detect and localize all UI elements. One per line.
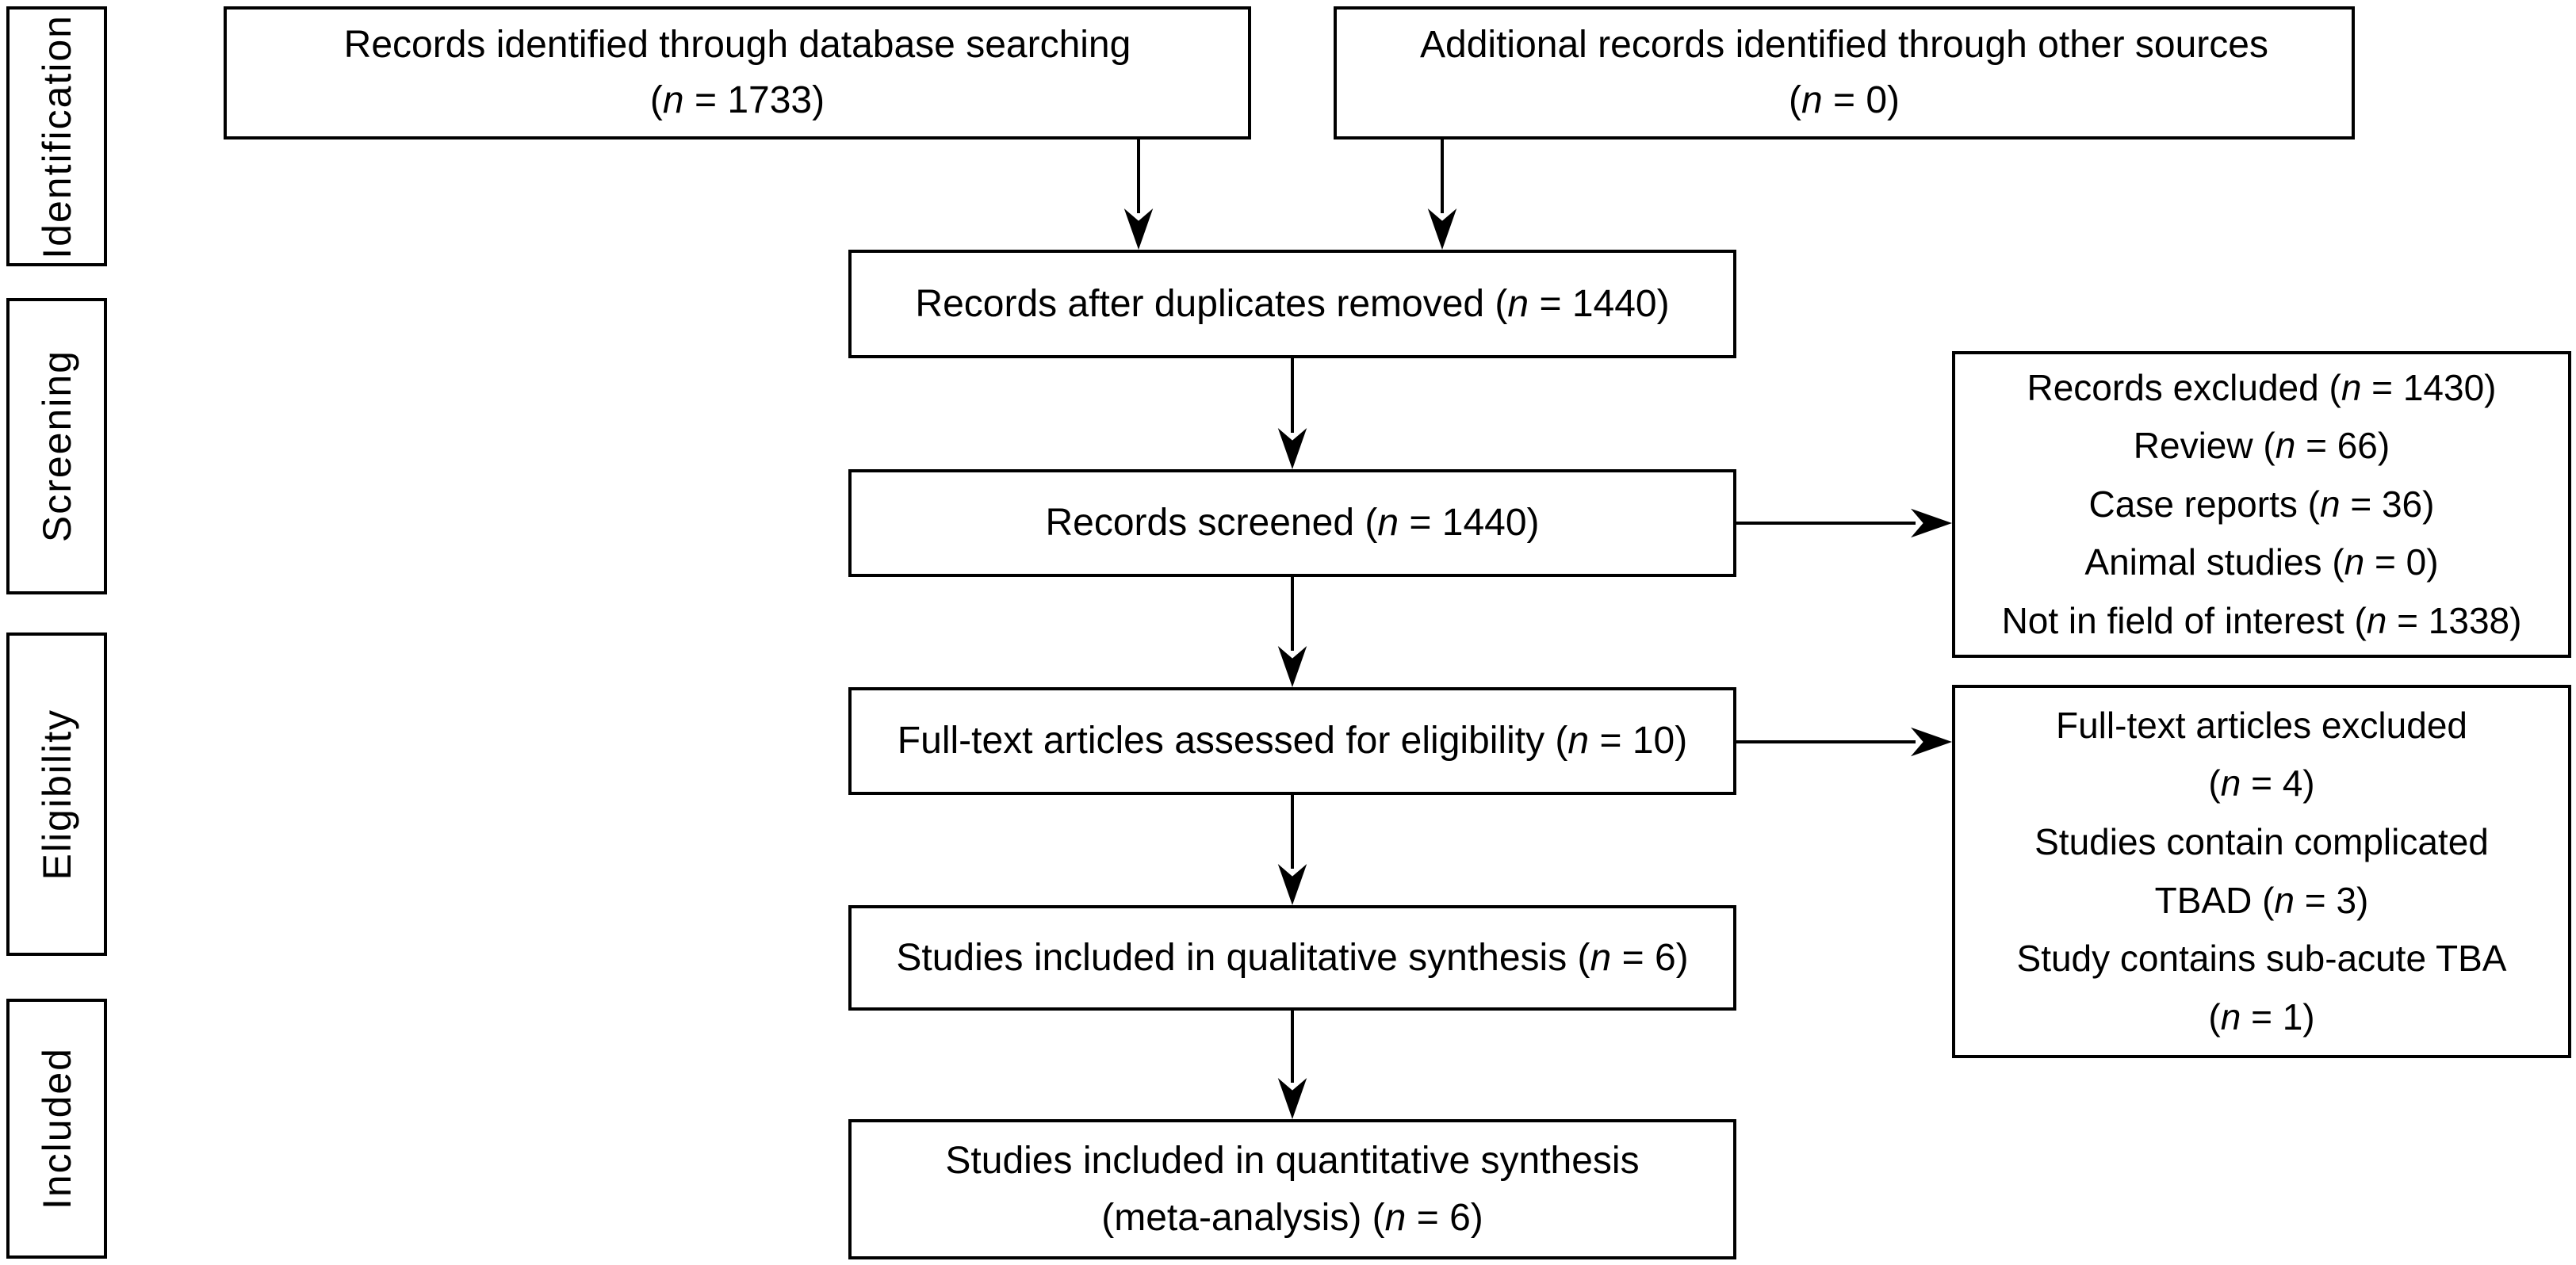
box-additional-records: Additional records identified through ot… xyxy=(1334,6,2355,139)
box-qualitative-synthesis: Studies included in qualitative synthesi… xyxy=(848,905,1736,1011)
stage-label-identification: Identification xyxy=(34,13,79,259)
stage-label-screening: Screening xyxy=(34,350,79,543)
arrowhead-down-icon xyxy=(1277,646,1307,687)
box-records-excluded-text: Records excluded (n = 1430)Review (n = 6… xyxy=(2001,366,2522,641)
stage-box-eligibility: Eligibility xyxy=(6,632,107,956)
stage-box-screening: Screening xyxy=(6,298,107,594)
stage-box-included: Included xyxy=(6,999,107,1259)
arrow-line xyxy=(1291,1011,1294,1083)
box-additional-records-text: Additional records identified through ot… xyxy=(1420,24,2268,121)
box-fulltext-assessed: Full-text articles assessed for eligibil… xyxy=(848,687,1736,795)
arrowhead-down-icon xyxy=(1277,1078,1307,1119)
arrowhead-down-icon xyxy=(1123,208,1154,250)
box-quantitative-synthesis: Studies included in quantitative synthes… xyxy=(848,1119,1736,1259)
box-after-duplicates: Records after duplicates removed (n = 14… xyxy=(848,250,1736,358)
box-records-screened: Records screened (n = 1440) xyxy=(848,469,1736,577)
box-fulltext-assessed-text: Full-text articles assessed for eligibil… xyxy=(897,720,1688,762)
arrow-line xyxy=(1736,740,1916,743)
arrowhead-down-icon xyxy=(1277,428,1307,469)
arrow-line xyxy=(1291,795,1294,869)
arrow-line xyxy=(1441,139,1444,213)
arrow-line xyxy=(1291,358,1294,433)
box-qualitative-synthesis-text: Studies included in qualitative synthesi… xyxy=(896,936,1689,979)
arrow-line xyxy=(1137,139,1140,213)
stage-box-identification: Identification xyxy=(6,6,107,266)
box-records-screened-text: Records screened (n = 1440) xyxy=(1045,502,1540,545)
box-records-identified-text: Records identified through database sear… xyxy=(343,24,1131,121)
arrow-line xyxy=(1736,522,1916,525)
stage-label-eligibility: Eligibility xyxy=(34,708,79,881)
arrowhead-down-icon xyxy=(1427,208,1457,250)
box-records-excluded: Records excluded (n = 1430)Review (n = 6… xyxy=(1952,351,2571,658)
box-after-duplicates-text: Records after duplicates removed (n = 14… xyxy=(915,282,1670,325)
box-quantitative-synthesis-text: Studies included in quantitative synthes… xyxy=(945,1139,1640,1239)
arrowhead-right-icon xyxy=(1911,508,1952,538)
box-fulltext-excluded: Full-text articles excluded(n = 4)Studie… xyxy=(1952,685,2571,1058)
arrowhead-down-icon xyxy=(1277,864,1307,905)
arrowhead-right-icon xyxy=(1911,727,1952,757)
box-fulltext-excluded-text: Full-text articles excluded(n = 4)Studie… xyxy=(2016,704,2507,1038)
stage-label-included: Included xyxy=(34,1047,79,1210)
box-records-identified: Records identified through database sear… xyxy=(224,6,1251,139)
arrow-line xyxy=(1291,577,1294,651)
